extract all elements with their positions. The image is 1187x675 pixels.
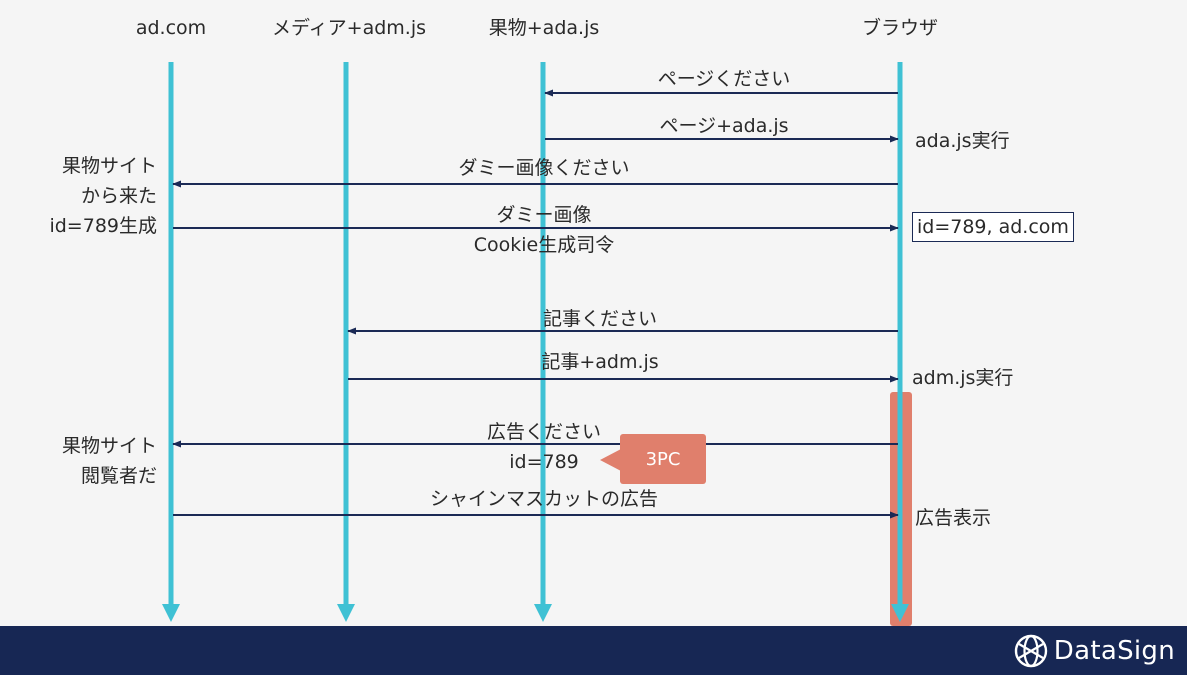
message-label-2: ページ+ada.js	[659, 115, 789, 137]
lifeline-media-head	[337, 604, 355, 622]
lifeline-adcom-head	[162, 604, 180, 622]
adcom-note-1-line-1: 果物サイト	[61, 155, 157, 177]
browser-note-ad-display: 広告表示	[915, 507, 992, 529]
participant-adcom: ad.com	[135, 17, 207, 39]
adcom-note-1-line-3: id=789生成	[49, 215, 157, 237]
message-sublabel-7: id=789	[509, 451, 579, 473]
message-label-4: ダミー画像	[496, 204, 592, 226]
logo-text: DataSign	[1053, 636, 1175, 666]
callout-pointer	[600, 449, 621, 471]
message-label-7: 広告ください	[486, 421, 602, 443]
adcom-note-2-line-2: 閲覧者だ	[80, 465, 157, 487]
participant-fruit: 果物+ada.js	[488, 17, 600, 39]
adcom-note-2-line-1: 果物サイト	[61, 435, 157, 457]
lifeline-fruit-head	[534, 604, 552, 622]
browser-note-ada-exec: ada.js実行	[915, 130, 1010, 152]
message-sublabel-4: Cookie生成司令	[473, 234, 615, 256]
adcom-note-1-line-2: から来た	[80, 185, 157, 207]
message-label-5: 記事ください	[542, 308, 658, 330]
globe-icon	[1014, 634, 1047, 668]
participant-media: メディア+adm.js	[271, 17, 427, 39]
datasign-logo: DataSign	[1014, 634, 1175, 668]
message-label-6: 記事+adm.js	[541, 351, 659, 373]
browser-note-adm-exec: adm.js実行	[912, 367, 1014, 389]
message-label-8: シャインマスカットの広告	[429, 488, 659, 510]
callout-3pc: 3PC	[620, 434, 706, 484]
browser-cookie-box: id=789, ad.com	[912, 212, 1074, 242]
participant-browser: ブラウザ	[861, 17, 939, 39]
message-label-1: ページください	[657, 68, 791, 90]
footer-bar: DataSign	[0, 626, 1187, 675]
message-label-3: ダミー画像ください	[458, 157, 630, 179]
lifeline-browser-head	[891, 604, 909, 622]
